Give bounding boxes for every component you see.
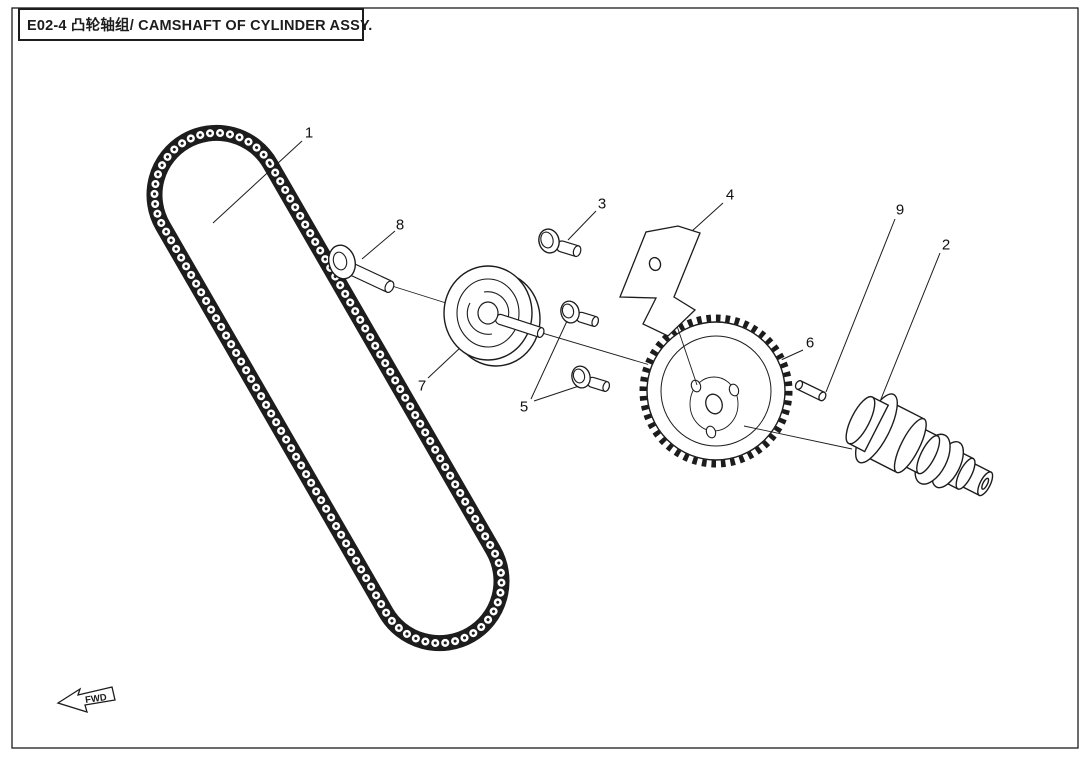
part-label-6: 6: [805, 334, 815, 352]
frame-border: [11, 7, 1079, 749]
part-label-7: 7: [417, 377, 427, 395]
part-label-5: 5: [519, 398, 529, 416]
part-3-bolt: [538, 228, 582, 258]
part-5-bolt-b: [571, 365, 610, 393]
part-label-9: 9: [895, 201, 905, 219]
part-4-plate: [619, 225, 701, 337]
part-label-4: 4: [725, 186, 735, 204]
part-label-8: 8: [395, 216, 405, 234]
fwd-arrow-label: FWD: [85, 692, 108, 706]
part-9-pin: [794, 380, 827, 402]
page-title: E02-4 凸轮轴组/ CAMSHAFT OF CYLINDER ASSY.: [27, 18, 373, 34]
fwd-arrow: FWD: [56, 686, 116, 713]
part-1-chain: [146, 124, 510, 652]
part-6-sprocket: [639, 314, 793, 468]
part-5-bolts: [560, 300, 610, 393]
part-7-disc: [443, 265, 545, 367]
part-5-bolt-a: [560, 300, 599, 328]
part-label-3: 3: [597, 195, 607, 213]
part-label-2: 2: [941, 236, 951, 254]
part-8-pin-washer: [327, 244, 395, 294]
part-label-1: 1: [304, 124, 314, 142]
part-2-camshaft: [845, 393, 994, 497]
leader-lines: [212, 140, 941, 402]
title-box: E02-4 凸轮轴组/ CAMSHAFT OF CYLINDER ASSY.: [18, 8, 372, 41]
